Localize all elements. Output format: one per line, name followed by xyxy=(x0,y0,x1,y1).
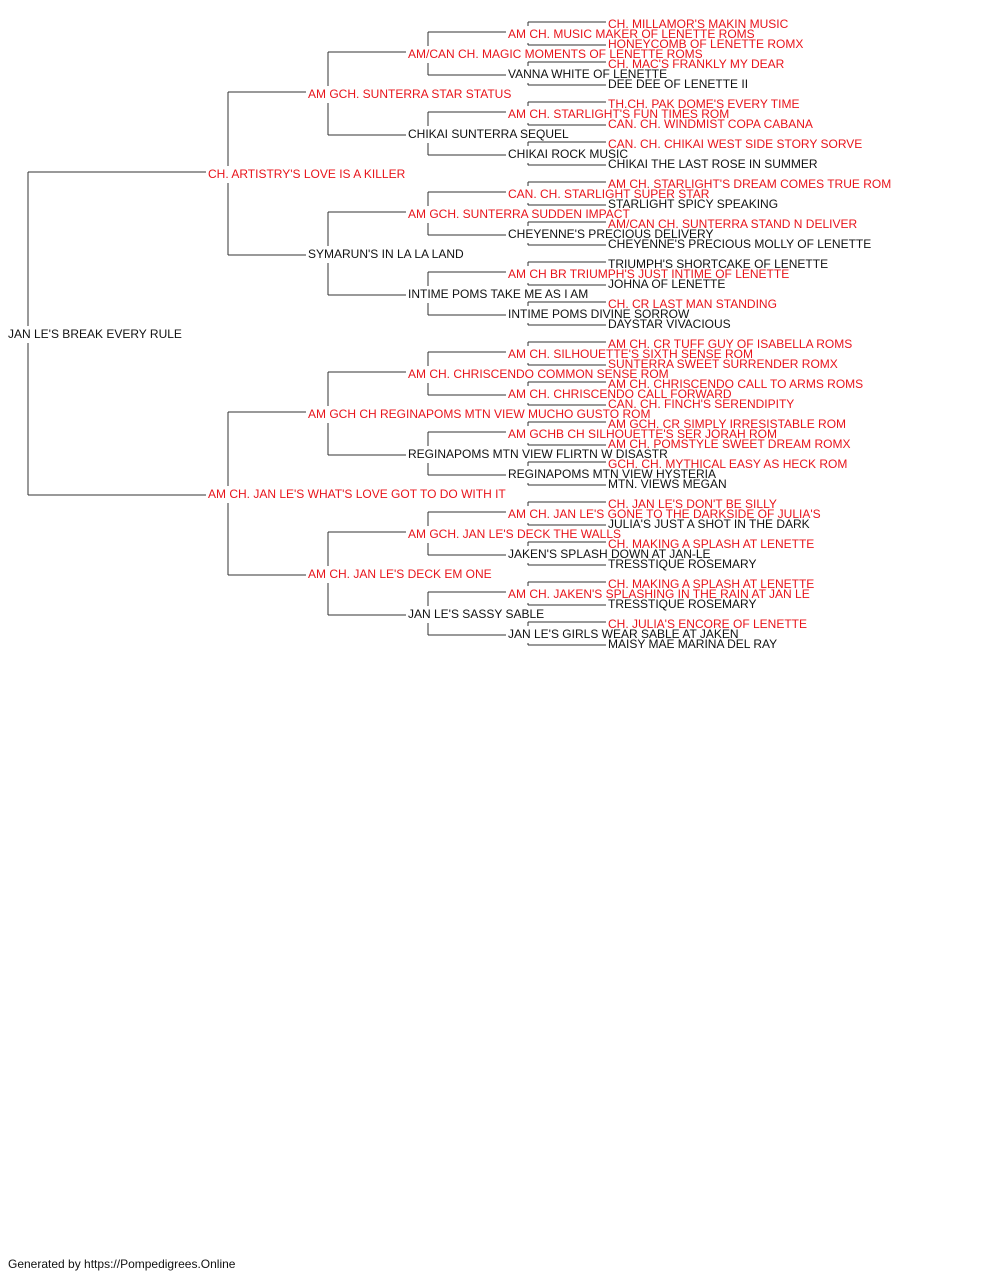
ancestor-name: INTIME POMS DIVINE SORROW xyxy=(508,307,690,321)
ancestor-labels: JAN LE'S BREAK EVERY RULE CH. ARTISTRY'S … xyxy=(8,17,891,651)
ancestor-name: AM CH. STARLIGHT'S FUN TIMES ROM xyxy=(508,107,729,121)
ancestor-name: MAISY MAE MARINA DEL RAY xyxy=(608,637,777,651)
ancestor-name: CHEYENNE'S PRECIOUS DELIVERY xyxy=(508,227,713,241)
ancestor-name: JAN LE'S GIRLS WEAR SABLE AT JAKEN xyxy=(508,627,739,641)
ancestor-name: AM CH. JAN LE'S GONE TO THE DARKSIDE OF … xyxy=(508,507,821,521)
ancestor-name: AM CH. MUSIC MAKER OF LENETTE ROMS xyxy=(508,27,755,41)
ancestor-name: AM CH. CHRISCENDO CALL FORWARD xyxy=(508,387,732,401)
ancestor-name: CHIKAI THE LAST ROSE IN SUMMER xyxy=(608,157,818,171)
ancestor-name: JAKEN'S SPLASH DOWN AT JAN-LE xyxy=(508,547,711,561)
ancestor-name: AM/CAN CH. MAGIC MOMENTS OF LENETTE ROMS xyxy=(408,47,703,61)
ancestor-name: AM GCH. SUNTERRA STAR STATUS xyxy=(308,87,511,101)
ancestor-name: REGINAPOMS MTN VIEW HYSTERIA xyxy=(508,467,716,481)
ancestor-name: CH. CR LAST MAN STANDING xyxy=(608,297,777,311)
ancestor-name: CAN. CH. CHIKAI WEST SIDE STORY SORVE xyxy=(608,137,862,151)
ancestor-name: AM GCH. CR SIMPLY IRRESISTABLE ROM xyxy=(608,417,846,431)
ancestor-name: CHEYENNE'S PRECIOUS MOLLY OF LENETTE xyxy=(608,237,871,251)
ancestor-name: TRIUMPH'S SHORTCAKE OF LENETTE xyxy=(608,257,828,271)
ancestor-name: AM CH. POMSTYLE SWEET DREAM ROMX xyxy=(608,437,850,451)
ancestor-name: VANNA WHITE OF LENETTE xyxy=(508,67,667,81)
ancestor-name: JULIA'S JUST A SHOT IN THE DARK xyxy=(608,517,810,531)
ancestor-name: AM CH. JAN LE'S WHAT'S LOVE GOT TO DO WI… xyxy=(208,487,506,501)
ancestor-name: AM CH. SILHOUETTE'S SIXTH SENSE ROM xyxy=(508,347,753,361)
ancestor-name: CAN. CH. FINCH'S SERENDIPITY xyxy=(608,397,794,411)
ancestor-name: CH. MAKING A SPLASH AT LENETTE xyxy=(608,537,814,551)
ancestor-name: CH. ARTISTRY'S LOVE IS A KILLER xyxy=(208,167,406,181)
ancestor-name: AM CH. CHRISCENDO COMMON SENSE ROM xyxy=(408,367,669,381)
ancestor-name: CHIKAI SUNTERRA SEQUEL xyxy=(408,127,569,141)
ancestor-name: AM GCH. SUNTERRA SUDDEN IMPACT xyxy=(408,207,630,221)
ancestor-name: CH. JULIA'S ENCORE OF LENETTE xyxy=(608,617,807,631)
ancestor-name: JAN LE'S SASSY SABLE xyxy=(408,607,544,621)
ancestor-name: STARLIGHT SPICY SPEAKING xyxy=(608,197,778,211)
ancestor-name: SUNTERRA SWEET SURRENDER ROMX xyxy=(608,357,838,371)
ancestor-name: AM CH. STARLIGHT'S DREAM COMES TRUE ROM xyxy=(608,177,891,191)
ancestor-name: AM GCH CH REGINAPOMS MTN VIEW MUCHO GUST… xyxy=(308,407,650,421)
ancestor-name: AM CH. JAN LE'S DECK EM ONE xyxy=(308,567,492,581)
ancestor-name: CH. MAKING A SPLASH AT LENETTE xyxy=(608,577,814,591)
ancestor-name: AM CH. JAKEN'S SPLASHING IN THE RAIN AT … xyxy=(508,587,810,601)
ancestor-name: CH. MILLAMOR'S MAKIN MUSIC xyxy=(608,17,789,31)
ancestor-name: CAN. CH. WINDMIST COPA CABANA xyxy=(608,117,813,131)
ancestor-name: TH.CH. PAK DOME'S EVERY TIME xyxy=(608,97,799,111)
ancestor-name: MTN. VIEWS MEGAN xyxy=(608,477,727,491)
ancestor-name: JOHNA OF LENETTE xyxy=(608,277,725,291)
subject-dog-name: JAN LE'S BREAK EVERY RULE xyxy=(8,327,182,341)
ancestor-name: AM GCHB CH SILHOUETTE'S SER JORAH ROM xyxy=(508,427,777,441)
ancestor-name: AM CH BR TRIUMPH'S JUST INTIME OF LENETT… xyxy=(508,267,789,281)
ancestor-name: HONEYCOMB OF LENETTE ROMX xyxy=(608,37,803,51)
generator-credit: Generated by https://Pompedigrees.Online xyxy=(8,1257,236,1271)
connector-lines xyxy=(27,21,606,646)
ancestor-name: AM CH. CHRISCENDO CALL TO ARMS ROMS xyxy=(608,377,863,391)
ancestor-name: DEE DEE OF LENETTE II xyxy=(608,77,748,91)
ancestor-name: AM/CAN CH. SUNTERRA STAND N DELIVER xyxy=(608,217,857,231)
ancestor-name: TRESSTIQUE ROSEMARY xyxy=(608,597,756,611)
ancestor-name: CH. MAC'S FRANKLY MY DEAR xyxy=(608,57,785,71)
ancestor-name: AM GCH. JAN LE'S DECK THE WALLS xyxy=(408,527,621,541)
ancestor-name: TRESSTIQUE ROSEMARY xyxy=(608,557,756,571)
ancestor-name: GCH. CH. MYTHICAL EASY AS HECK ROM xyxy=(608,457,847,471)
ancestor-name: CH. JAN LE'S DON'T BE SILLY xyxy=(608,497,777,511)
ancestor-name: REGINAPOMS MTN VIEW FLIRTN W DISASTR xyxy=(408,447,668,461)
ancestor-name: DAYSTAR VIVACIOUS xyxy=(608,317,731,331)
ancestor-name: INTIME POMS TAKE ME AS I AM xyxy=(408,287,588,301)
ancestor-name: CAN. CH. STARLIGHT SUPER STAR xyxy=(508,187,710,201)
ancestor-name: CHIKAI ROCK MUSIC xyxy=(508,147,628,161)
ancestor-name: AM CH. CR TUFF GUY OF ISABELLA ROMS xyxy=(608,337,852,351)
ancestor-name: SYMARUN'S IN LA LA LAND xyxy=(308,247,464,261)
